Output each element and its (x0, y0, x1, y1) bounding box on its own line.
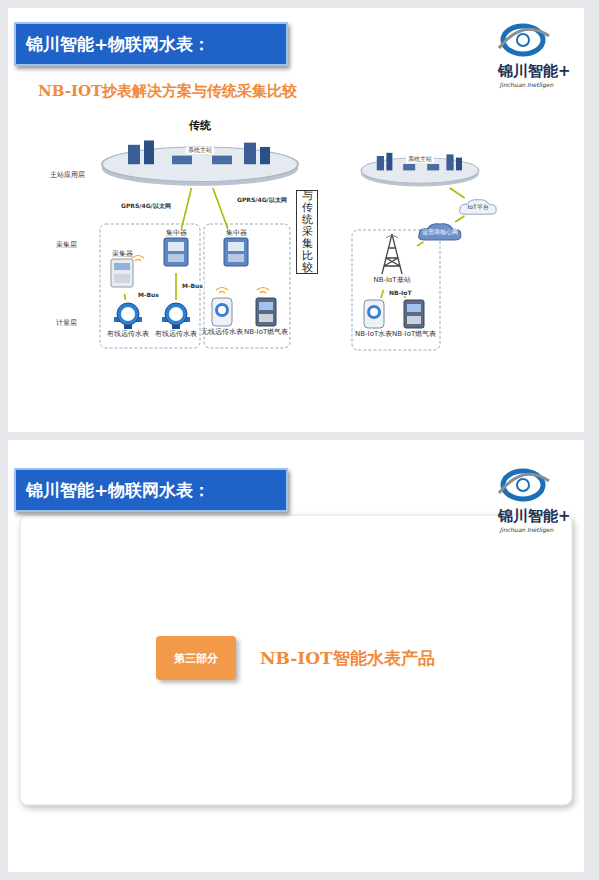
signal-link (181, 188, 191, 229)
node-badge: 第三部分 (156, 636, 236, 680)
device-icon (110, 258, 134, 288)
node-text: 第三部分 (174, 651, 218, 666)
node-hdr: 锦川智能+物联网水表： (14, 22, 288, 66)
node-text: NB-IoT燃气表 (244, 328, 288, 336)
node-text: 集中器 (226, 229, 247, 237)
node-text: IoT平台 (467, 204, 488, 211)
device-icon (113, 300, 143, 330)
signal-link (417, 242, 423, 246)
node-conc: 集中器 (157, 229, 195, 273)
node-text: 运营商核心网 (422, 229, 458, 236)
text-label: 采集层 (56, 240, 77, 250)
node-text: 锦川智能+物联网水表： (26, 33, 210, 56)
text-label: 锦川智能+ (498, 507, 571, 526)
device-icon (161, 300, 191, 330)
node-gas: NB-IoT燃气表 (244, 296, 288, 346)
device-icon (255, 296, 277, 328)
node-coll: 采集器 (105, 250, 139, 294)
node-meter: 有线远传水表 (155, 300, 197, 346)
edge-label: M-Bus (137, 291, 160, 298)
node-cloud: 运营商核心网 (417, 222, 463, 242)
node-wmeter: NB-IoT水表 (355, 298, 392, 348)
device-icon (223, 237, 249, 267)
node-text: NB-IoT基站 (373, 276, 410, 284)
device-icon (362, 298, 386, 330)
text-label: NB-IOT智能水表产品 (260, 647, 435, 670)
device-icon (161, 300, 191, 330)
device-icon (163, 237, 189, 267)
signal-link (381, 290, 383, 298)
node-text: 有线远传水表 (107, 330, 149, 338)
node-gas: NB-IoT燃气表 (392, 298, 436, 348)
device-icon (255, 296, 277, 328)
edge-label: GPRS/4G/以太网 (120, 202, 172, 211)
device-icon (377, 232, 407, 276)
node-cloud: IoT平台 (458, 198, 498, 216)
device-icon (403, 298, 425, 330)
device-icon (223, 237, 249, 267)
node-text: 有线远传水表 (155, 330, 197, 338)
node-vert: 与传统采集比较 (296, 190, 318, 274)
node-text: 采集器 (112, 250, 133, 258)
edge-label: GPRS/4G/以太网 (236, 196, 288, 205)
text-label: 锦川智能+ (498, 62, 571, 81)
text-label: 计量层 (56, 318, 77, 328)
device-icon (113, 300, 143, 330)
slide-title: NB-IOT抄表解决方案与传统采集比较 (38, 82, 297, 101)
node-text: 系统主站 (406, 156, 434, 163)
node-plat: 传统系统主站 (100, 118, 300, 188)
platform-ellipse (360, 148, 480, 188)
device-icon (210, 296, 234, 328)
device-icon (403, 298, 425, 330)
node-text: 与传统采集比较 (302, 190, 313, 275)
edge-label: M-Bus (181, 282, 204, 289)
node-hdr: 锦川智能+物联网水表： (14, 468, 288, 512)
node-wmeter: 无线远传水表 (201, 296, 243, 346)
platform-ellipse (100, 134, 300, 188)
text-label: Jinchuan Inetligen (500, 526, 554, 533)
node-text: 系统主站 (186, 147, 214, 154)
node-text: NB-IoT燃气表 (392, 330, 436, 338)
device-icon (110, 258, 134, 288)
text-label: Jinchuan Inetligen (500, 81, 554, 88)
node-tower: NB-IoT基站 (367, 232, 417, 290)
device-icon (377, 232, 407, 276)
signal-link (455, 216, 464, 222)
device-icon (210, 296, 234, 328)
text-label: 主站应用层 (50, 170, 85, 180)
node-conc: 集中器 (217, 229, 255, 273)
signal-link (175, 273, 177, 300)
node-text: 锦川智能+物联网水表： (26, 479, 210, 502)
device-icon (362, 298, 386, 330)
signal-link (450, 188, 465, 198)
signal-link (213, 188, 228, 229)
node-text: 集中器 (166, 229, 187, 237)
node-text: 传统 (189, 118, 211, 133)
node-text: 无线远传水表 (201, 328, 243, 336)
device-icon (163, 237, 189, 267)
node-meter: 有线远传水表 (107, 300, 149, 346)
signal-link (124, 294, 126, 300)
node-plat: 系统主站 (360, 148, 480, 188)
edge-label: NB-IoT (388, 289, 413, 296)
node-text: NB-IoT水表 (355, 330, 392, 338)
